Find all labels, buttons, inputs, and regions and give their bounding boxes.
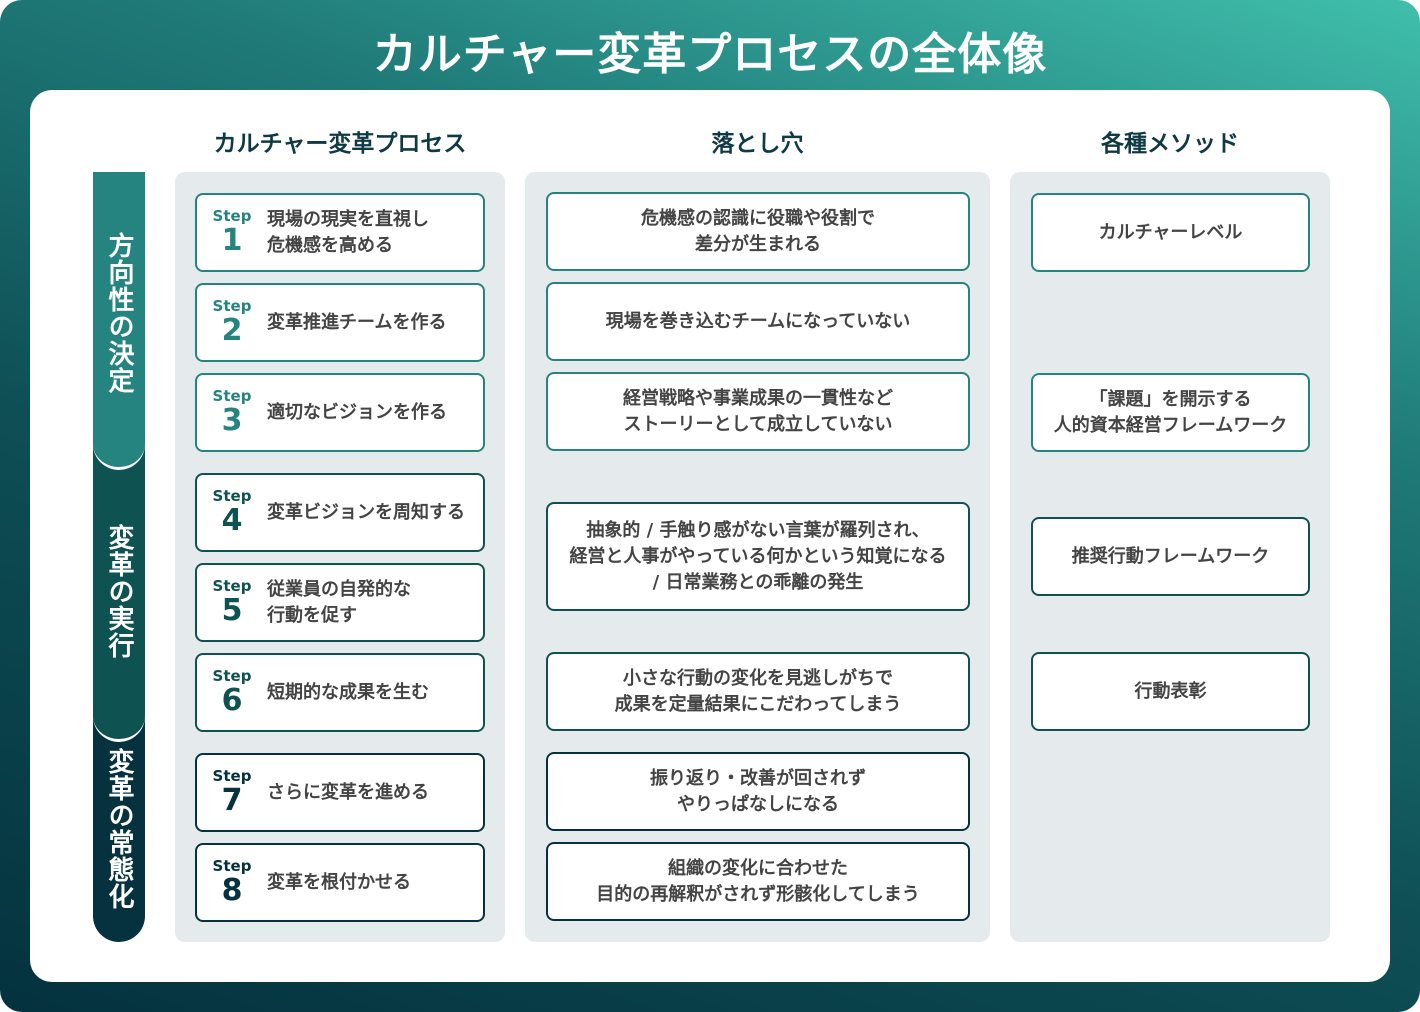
step-num: 4 xyxy=(221,503,243,538)
header-methods: 各種メソッド xyxy=(1101,131,1239,157)
header-process: カルチャー変革プロセス xyxy=(213,131,467,157)
method-card: 行動表彰 xyxy=(1031,652,1310,731)
header-pitfalls: 落とし穴 xyxy=(711,131,804,157)
step-num: 3 xyxy=(221,403,243,438)
step-text: 短期的な成果を生む xyxy=(267,681,429,703)
pitfall-text: 危機感の認識に役職や役割で 差分が生まれる xyxy=(641,207,875,255)
step-text: 現場の現実を直視し 危機感を高める xyxy=(267,208,429,256)
step-text: 変革推進チームを作る xyxy=(267,311,447,333)
step-label: Step xyxy=(212,297,252,315)
method-card: 推奨行動フレームワーク xyxy=(1031,517,1310,596)
step-num: 5 xyxy=(221,593,243,628)
phase-1-label: 方向性の決定 xyxy=(104,232,134,394)
step-num: 2 xyxy=(221,313,243,348)
pitfall-card: 抽象的 / 手触り感がない言葉が羅列され、 経営と人事がやっている何かという知覚… xyxy=(546,502,970,611)
pitfall-card: 小さな行動の変化を見逃しがちで 成果を定量結果にこだわってしまう xyxy=(546,652,970,731)
step-label: Step xyxy=(212,487,252,505)
method-text: 「課題」を開示する 人的資本経営フレームワーク xyxy=(1053,388,1288,436)
pitfall-text: 抽象的 / 手触り感がない言葉が羅列され、 経営と人事がやっている何かという知覚… xyxy=(569,519,947,593)
pitfall-text: 現場を巻き込むチームになっていない xyxy=(605,310,911,332)
step-num: 6 xyxy=(221,683,243,718)
pitfall-text: 振り返り・改善が回されず やりっぱなしになる xyxy=(650,767,866,815)
pitfall-text: 組織の変化に合わせた 目的の再解釈がされず形骸化してしまう xyxy=(596,857,920,905)
step-num: 1 xyxy=(221,223,243,258)
step-text: さらに変革を進める xyxy=(267,781,429,803)
method-text: 推奨行動フレームワーク xyxy=(1071,545,1270,567)
method-text: 行動表彰 xyxy=(1134,680,1207,702)
pitfall-text: 経営戦略や事業成果の一貫性など ストーリーとして成立していない xyxy=(623,387,893,435)
pitfall-card: 危機感の認識に役職や役割で 差分が生まれる xyxy=(546,192,970,271)
step-label: Step xyxy=(212,207,252,225)
step-label: Step xyxy=(212,767,252,785)
page-title: カルチャー変革プロセスの全体像 xyxy=(372,29,1048,80)
step-text: 変革を根付かせる xyxy=(267,871,411,893)
method-text: カルチャーレベル xyxy=(1098,221,1243,243)
step-label: Step xyxy=(212,857,252,875)
method-card: カルチャーレベル xyxy=(1031,193,1310,272)
step-text: 従業員の自発的な 行動を促す xyxy=(267,578,411,626)
pitfall-card: 組織の変化に合わせた 目的の再解釈がされず形骸化してしまう xyxy=(546,842,970,921)
phase-1 xyxy=(93,172,145,470)
step-text: 適切なビジョンを作る xyxy=(267,401,447,423)
phase-2-label: 変革の実行 xyxy=(104,524,134,659)
step-text: 変革ビジョンを周知する xyxy=(267,501,465,523)
pitfall-card: 現場を巻き込むチームになっていない xyxy=(546,282,970,361)
pitfall-text: 小さな行動の変化を見逃しがちで 成果を定量結果にこだわってしまう xyxy=(614,667,902,715)
method-card: 「課題」を開示する 人的資本経営フレームワーク xyxy=(1031,373,1310,452)
step-label: Step xyxy=(212,667,252,685)
step-label: Step xyxy=(212,577,252,595)
pitfall-card: 経営戦略や事業成果の一貫性など ストーリーとして成立していない xyxy=(546,372,970,451)
step-num: 7 xyxy=(221,783,243,818)
step-num: 8 xyxy=(221,873,243,908)
pitfall-card: 振り返り・改善が回されず やりっぱなしになる xyxy=(546,752,970,831)
phase-3-label: 変革の常態化 xyxy=(104,748,134,910)
step-label: Step xyxy=(212,387,252,405)
